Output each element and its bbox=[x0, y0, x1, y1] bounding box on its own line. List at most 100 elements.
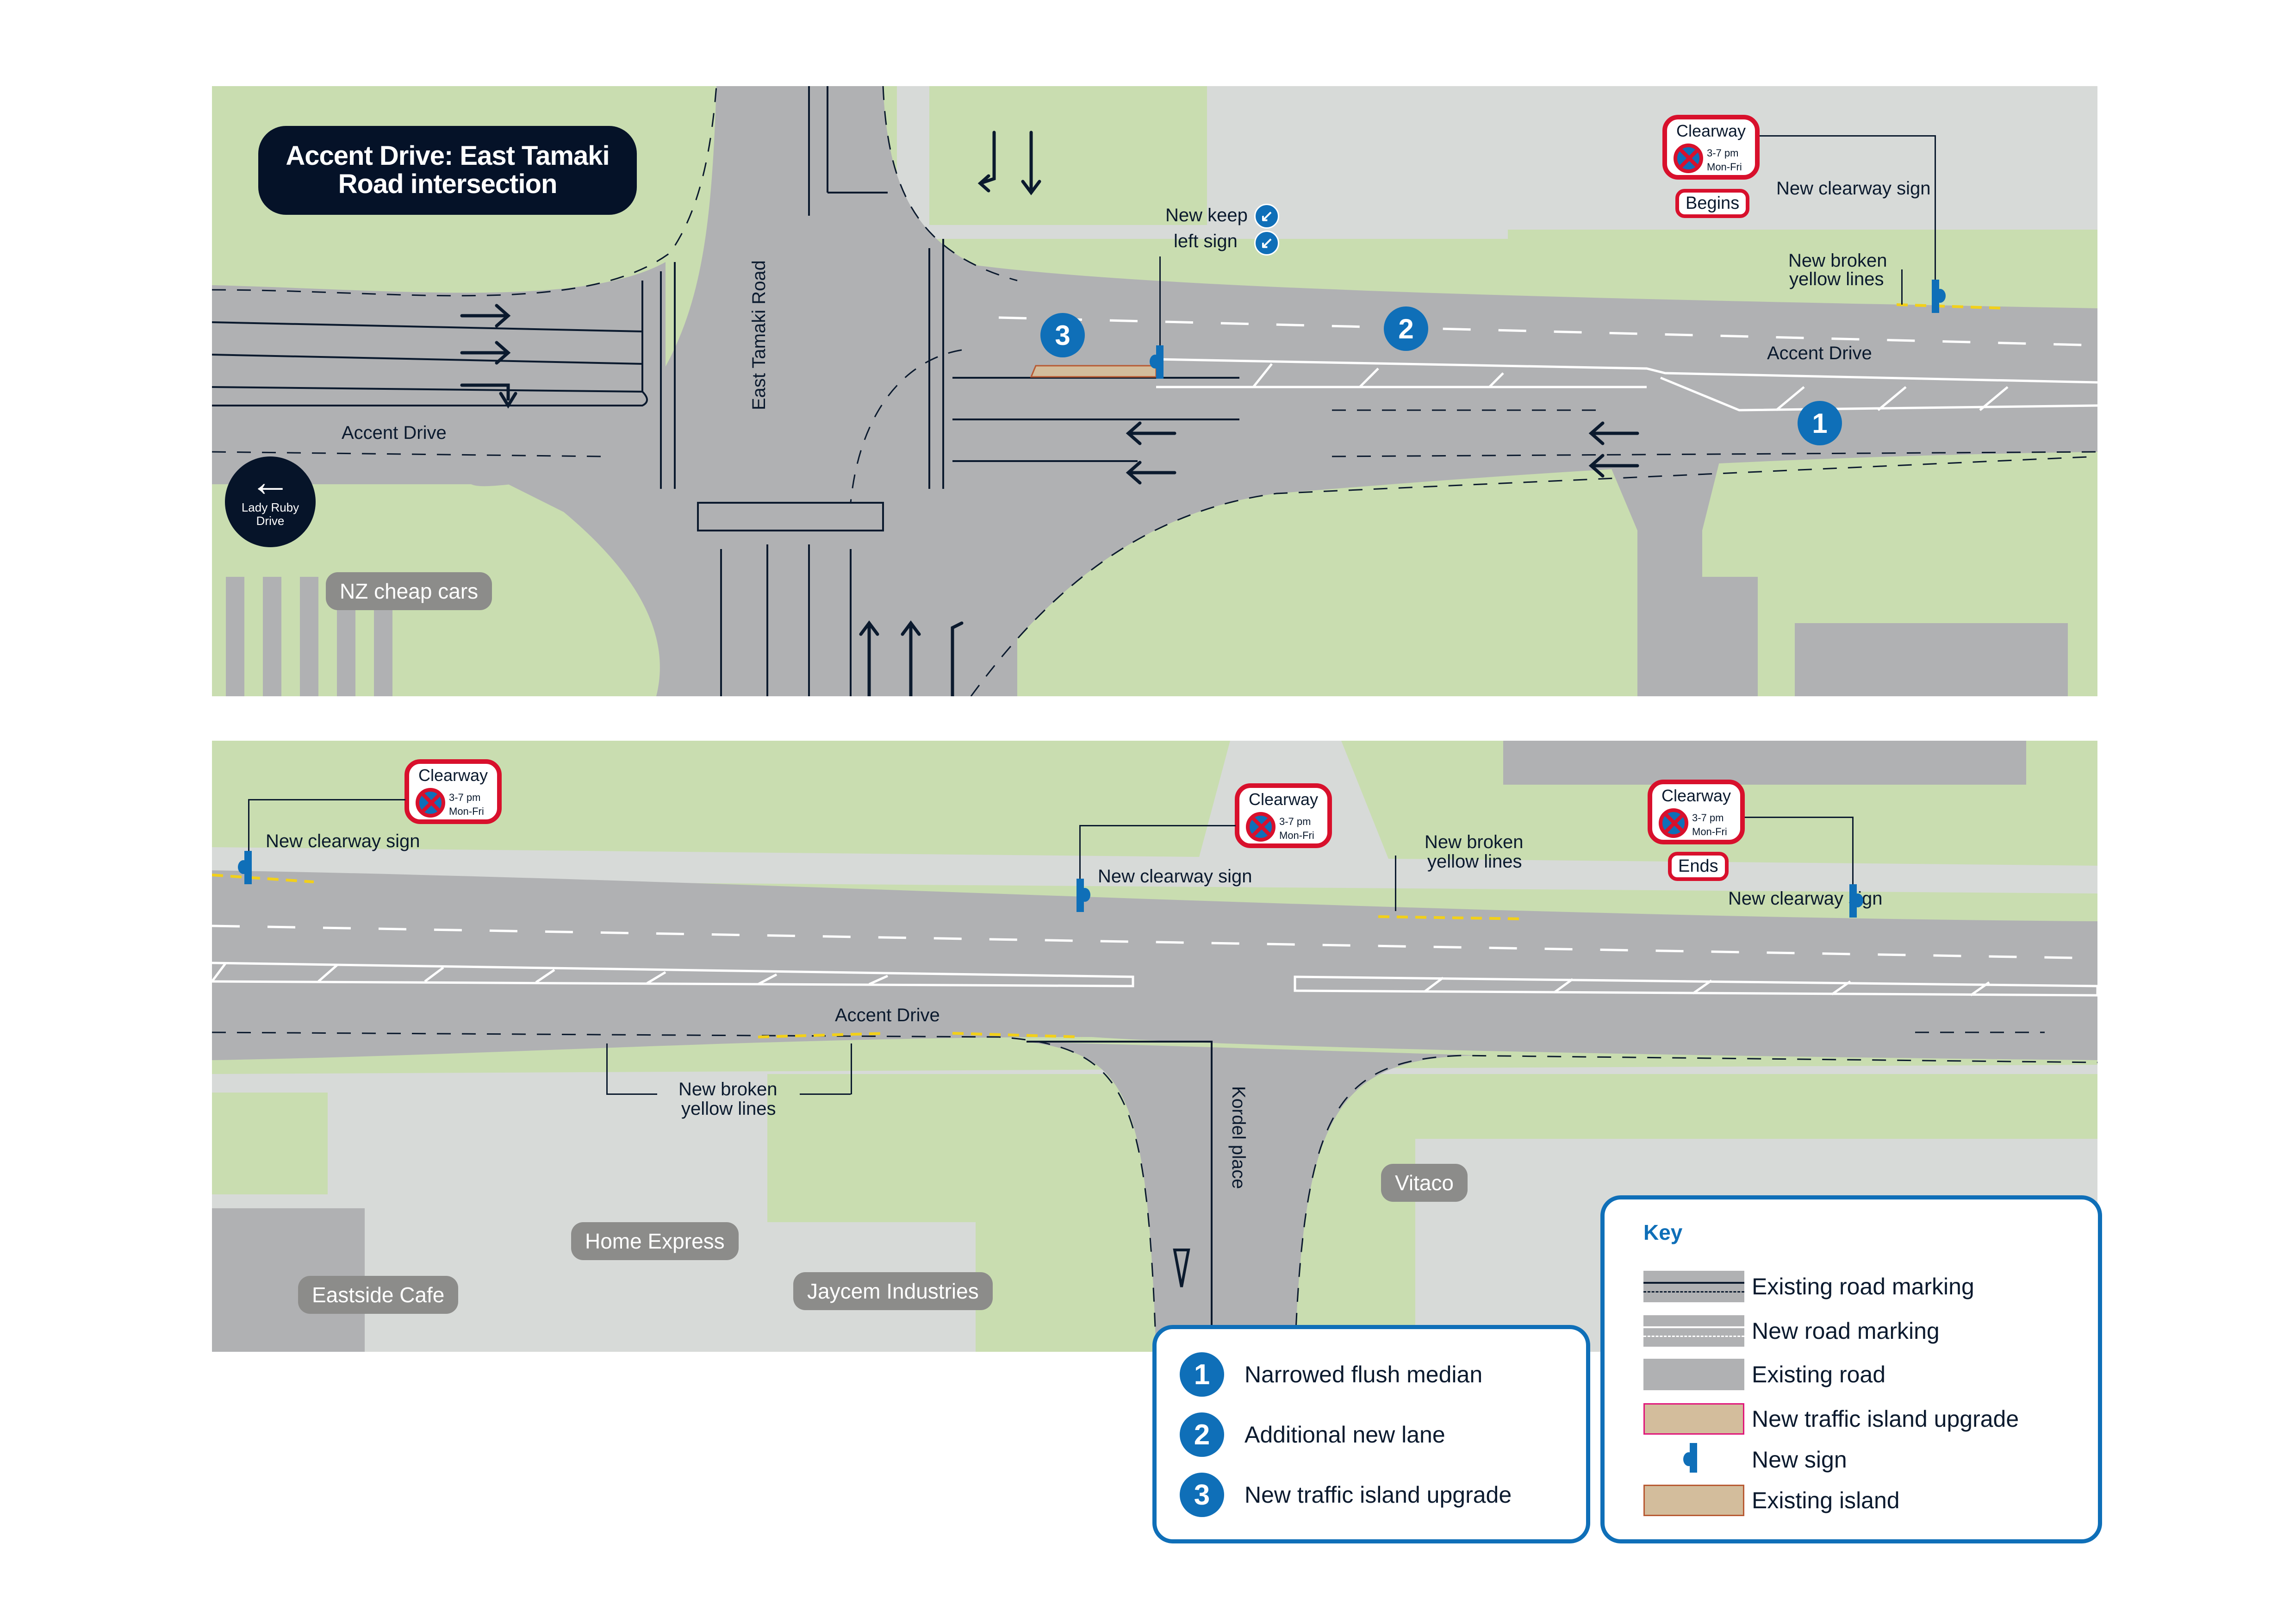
callout-yellow-top-1: New broken bbox=[1425, 832, 1524, 852]
key-item: Existing road bbox=[1643, 1359, 1885, 1390]
legend-item: 3 New traffic island upgrade bbox=[1180, 1473, 1512, 1517]
callout-leader-line bbox=[1760, 135, 1935, 137]
existing-dashed-lines bbox=[212, 86, 2097, 696]
give-way-triangle bbox=[1173, 1249, 1190, 1287]
key-title: Key bbox=[1643, 1220, 1683, 1244]
callout-leader-line bbox=[1395, 856, 1396, 911]
new-sign-icon bbox=[238, 851, 252, 884]
clearway-begins-tag: Begins bbox=[1675, 189, 1750, 218]
clearway-time: 3-7 pm bbox=[1692, 812, 1724, 824]
grass-strip bbox=[929, 86, 1207, 225]
existing-line bbox=[1027, 1041, 1213, 1352]
business-label: NZ cheap cars bbox=[326, 572, 492, 610]
existing-lane-lines bbox=[212, 86, 1239, 696]
flush-median bbox=[212, 962, 2097, 997]
map-title: Accent Drive: East Tamaki Road intersect… bbox=[258, 126, 637, 215]
clearway-days: Mon-Fri bbox=[449, 805, 484, 817]
clearway-sign: Clearway 3-7 pm Mon-Fri bbox=[404, 759, 502, 824]
existing-road-swatch bbox=[1643, 1359, 1744, 1390]
marker-1: 1 bbox=[1180, 1352, 1224, 1397]
business-label: Home Express bbox=[571, 1222, 739, 1260]
key-item: New traffic island upgrade bbox=[1643, 1403, 2019, 1435]
callout-new-clearway-sign-1: New clearway sign bbox=[266, 831, 420, 851]
marker-3: 3 bbox=[1180, 1473, 1224, 1517]
callout-leader-line bbox=[800, 1093, 851, 1095]
new-sign-icon bbox=[1076, 879, 1090, 912]
clearway-title: Clearway bbox=[1676, 121, 1746, 140]
new-sign-icon bbox=[1932, 280, 1946, 313]
traffic-island-upgrade bbox=[1030, 365, 1157, 378]
arrow-left-icon: ← bbox=[249, 459, 291, 505]
clearway-ends-tag: Ends bbox=[1668, 852, 1729, 881]
map-title-line-2: Road intersection bbox=[338, 169, 558, 199]
new-island-swatch bbox=[1643, 1403, 1744, 1435]
business-label: Jaycem Industries bbox=[793, 1272, 993, 1310]
callout-yellow-bottom-2: yellow lines bbox=[681, 1099, 776, 1119]
grass-lower bbox=[212, 1093, 328, 1194]
callout-leader-line bbox=[1852, 817, 1854, 885]
clearway-title: Clearway bbox=[418, 766, 488, 785]
key-label: New traffic island upgrade bbox=[1752, 1406, 2019, 1432]
callout-leader-line bbox=[1159, 256, 1161, 358]
road-accent-drive-west bbox=[212, 262, 666, 487]
lane-arrows bbox=[460, 131, 1639, 696]
new-yellow-lines bbox=[212, 874, 1527, 1038]
top-map-intersection: Accent Drive: East Tamaki Road intersect… bbox=[212, 86, 2097, 696]
clearway-days: Mon-Fri bbox=[1279, 829, 1314, 841]
lady-ruby-line2: Drive bbox=[256, 513, 285, 528]
road-label-accent-drive: Accent Drive bbox=[835, 1005, 940, 1025]
legend-label: New traffic island upgrade bbox=[1244, 1482, 1512, 1508]
callout-yellow-1: New broken bbox=[1788, 250, 1887, 271]
clearway-time: 3-7 pm bbox=[449, 792, 481, 803]
road-accent-drive-east bbox=[860, 262, 2097, 696]
grass-lower bbox=[767, 1074, 1184, 1352]
callout-yellow-bottom-1: New broken bbox=[678, 1079, 778, 1099]
legend-item: 1 Narrowed flush median bbox=[1180, 1352, 1482, 1397]
no-stopping-icon bbox=[1659, 808, 1688, 838]
key-item: New sign bbox=[1643, 1443, 1847, 1475]
new-sign-swatch bbox=[1643, 1443, 1744, 1475]
top-map-drawing bbox=[212, 86, 2097, 696]
callout-leader-line bbox=[606, 1043, 608, 1094]
road-label-east-tamaki: East Tamaki Road bbox=[749, 260, 769, 410]
numbered-legend: 1 Narrowed flush median 2 Additional new… bbox=[1152, 1325, 1590, 1543]
lady-ruby-line1: Lady Ruby bbox=[241, 500, 299, 514]
callout-new-clearway-sign: New clearway sign bbox=[1776, 178, 1931, 199]
keep-left-sign-icon: ↙ bbox=[1254, 204, 1279, 229]
new-lane-lines bbox=[998, 316, 2097, 347]
new-yellow-lines bbox=[1896, 303, 2008, 310]
key-label: New road marking bbox=[1752, 1318, 1940, 1344]
callout-leader-line bbox=[606, 1093, 657, 1095]
callout-leader-line bbox=[1079, 825, 1081, 885]
road-label-accent-drive-west: Accent Drive bbox=[342, 423, 447, 443]
callout-leader-line bbox=[851, 1043, 852, 1094]
road-label-accent-drive-east: Accent Drive bbox=[1767, 343, 1872, 363]
key-label: New sign bbox=[1752, 1447, 1847, 1473]
clearway-title: Clearway bbox=[1661, 786, 1731, 805]
new-sign-icon bbox=[1683, 1443, 1697, 1473]
road-label-kordel-place: Kordel place bbox=[1228, 1086, 1249, 1189]
footpath bbox=[212, 847, 2097, 893]
key-label: Existing island bbox=[1752, 1487, 1900, 1513]
clearway-title: Clearway bbox=[1248, 790, 1319, 809]
no-stopping-icon bbox=[416, 788, 445, 818]
map-key: Key Existing road marking New road marki… bbox=[1600, 1195, 2102, 1543]
callout-keep-left-2: left sign bbox=[1174, 231, 1238, 251]
grass-strip bbox=[1508, 230, 2097, 281]
building bbox=[1795, 623, 2068, 696]
key-label: Existing road bbox=[1752, 1362, 1886, 1387]
callout-leader-line bbox=[248, 799, 405, 800]
building bbox=[1503, 741, 2026, 785]
callout-leader-line bbox=[1935, 135, 1936, 288]
map-title-line-1: Accent Drive: East Tamaki bbox=[286, 141, 610, 171]
clearway-days: Mon-Fri bbox=[1692, 825, 1727, 837]
road-kordel-place bbox=[1027, 1042, 1485, 1352]
clearway-time: 3-7 pm bbox=[1707, 147, 1739, 159]
callout-leader-line bbox=[248, 799, 249, 864]
marker-3: 3 bbox=[1040, 313, 1085, 357]
key-item: New road marking bbox=[1643, 1315, 1940, 1347]
